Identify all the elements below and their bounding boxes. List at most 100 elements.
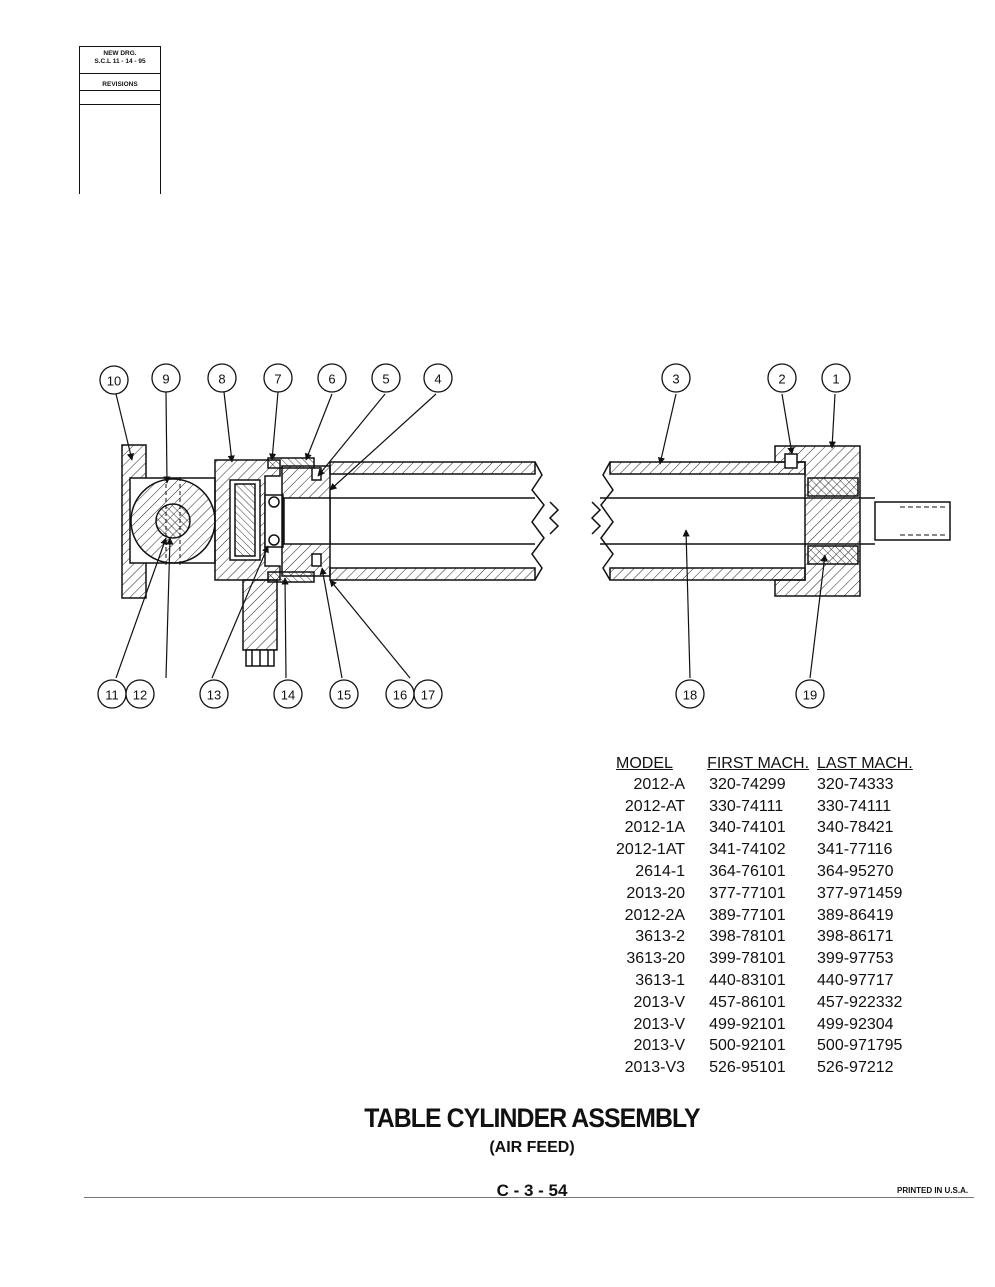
last-mach-cell: 340-78421 — [817, 819, 894, 837]
callout-balloon — [329, 679, 359, 709]
model-cell: 2013-20 — [626, 884, 686, 902]
first-mach-cell: 440-83101 — [709, 972, 786, 990]
cylinder-assembly-drawing: 10 9 8 7 6 5 4 3 2 1 11 12 13 14 15 16 1… — [97, 363, 951, 709]
revision-divider — [80, 104, 160, 105]
callout-1: 1 — [832, 372, 839, 387]
header-last-mach: LAST MACH. — [817, 755, 913, 772]
callout-balloon — [317, 363, 347, 393]
callout-10: 10 — [107, 374, 121, 389]
model-cell: 3613-1 — [635, 972, 686, 990]
callout-19: 19 — [803, 688, 817, 703]
callout-balloon — [423, 363, 453, 393]
last-mach-cell: 320-74333 — [817, 775, 894, 793]
callout-balloon — [413, 679, 443, 709]
callout-18: 18 — [683, 688, 697, 703]
callout-12: 12 — [133, 688, 147, 703]
table-row: 2013-V3 526-95101 526-97212 — [612, 1057, 917, 1079]
pin-circle — [155, 503, 191, 539]
callout-15: 15 — [337, 688, 351, 703]
revision-new-drawing: NEW DRG. — [103, 50, 137, 57]
first-mach-cell: 330-74111 — [709, 797, 784, 815]
callout-4: 4 — [434, 372, 441, 387]
model-cell: 2013-V — [633, 1037, 686, 1055]
left-cylinder-section — [121, 444, 560, 667]
leader-lines — [115, 391, 836, 679]
first-mach-cell: 499-92101 — [709, 1015, 786, 1033]
barrel-upper-wall — [329, 461, 536, 475]
page-title: TABLE CYLINDER ASSEMBLY — [364, 1103, 700, 1133]
callout-11: 11 — [105, 688, 119, 703]
first-mach-cell: 377-77101 — [709, 884, 786, 902]
callout-6: 6 — [328, 372, 335, 387]
barrel-lower-wall — [329, 567, 536, 581]
model-cell: 3613-2 — [635, 928, 686, 946]
page-number: C - 3 - 54 — [496, 1181, 568, 1200]
first-mach-cell: 398-78101 — [709, 928, 786, 946]
revisions-label: REVISIONS — [102, 81, 138, 88]
callout-17: 17 — [421, 688, 435, 703]
callout-balloon — [125, 679, 155, 709]
table-row: 2012-AT 330-74111 330-74111 — [612, 796, 917, 818]
revisions-block: NEW DRG. S.C.L 11 - 14 - 95 REVISIONS — [79, 46, 161, 194]
callout-3: 3 — [672, 372, 679, 387]
first-mach-cell: 457-86101 — [709, 993, 786, 1011]
table-row: 3613-1 440-83101 440-97717 — [612, 970, 917, 992]
callout-16: 16 — [393, 688, 407, 703]
last-mach-cell: 526-97212 — [817, 1059, 894, 1077]
model-cell: 2012-AT — [624, 797, 686, 815]
header-model: MODEL — [616, 755, 673, 772]
last-mach-cell: 330-74111 — [817, 797, 892, 815]
callout-balloon — [151, 363, 181, 393]
last-mach-cell: 500-971795 — [817, 1037, 903, 1055]
first-mach-cell: 389-77101 — [709, 906, 786, 924]
model-cell: 2012-1A — [624, 819, 686, 837]
page-subtitle: (AIR FEED) — [489, 1139, 575, 1156]
revision-divider — [80, 90, 160, 91]
first-mach-cell: 340-74101 — [709, 819, 786, 837]
printed-in-usa: PRINTED IN U.S.A. — [897, 1186, 969, 1195]
callout-balloon — [263, 363, 293, 393]
table-row: 2012-2A 389-77101 389-86419 — [612, 905, 917, 927]
first-mach-cell: 399-78101 — [709, 950, 786, 968]
model-cell: 2012-A — [633, 775, 686, 793]
table-row: 2012-1A 340-74101 340-78421 — [612, 818, 917, 840]
callout-balloon — [675, 679, 705, 709]
last-mach-cell: 440-97717 — [817, 972, 894, 990]
callout-balloons — [97, 363, 851, 709]
last-mach-cell: 377-971459 — [817, 884, 903, 902]
table-row: 3613-2 398-78101 398-86171 — [612, 927, 917, 949]
callout-7: 7 — [274, 372, 281, 387]
model-serial-table: MODEL FIRST MACH. LAST MACH. 2012-A 320-7… — [612, 754, 917, 1079]
model-cell: 2013-V3 — [624, 1059, 686, 1077]
last-mach-cell: 364-95270 — [817, 863, 894, 881]
callout-balloon — [767, 363, 797, 393]
callout-14: 14 — [281, 688, 295, 703]
model-cell: 2013-V — [633, 993, 686, 1011]
table-row: 2013-V 499-92101 499-92304 — [612, 1014, 917, 1036]
first-mach-cell: 526-95101 — [709, 1059, 786, 1077]
callout-labels: 10 9 8 7 6 5 4 3 2 1 11 12 13 14 15 16 1… — [105, 372, 839, 703]
callout-balloon — [99, 365, 129, 395]
model-cell: 2012-2A — [624, 906, 686, 924]
callout-balloon — [795, 679, 825, 709]
first-mach-cell: 320-74299 — [709, 775, 786, 793]
model-cell: 3613-20 — [626, 950, 686, 968]
callout-balloon — [199, 679, 229, 709]
last-mach-cell: 499-92304 — [817, 1015, 894, 1033]
model-cell: 2614-1 — [635, 863, 686, 881]
table-row: 2013-20 377-77101 377-971459 — [612, 883, 917, 905]
last-mach-cell: 398-86171 — [817, 928, 894, 946]
table-row: 2013-V 457-86101 457-922332 — [612, 992, 917, 1014]
last-mach-cell: 457-922332 — [817, 993, 903, 1011]
header-first-mach: FIRST MACH. — [707, 755, 810, 772]
callout-balloon — [207, 363, 237, 393]
last-mach-cell: 389-86419 — [817, 906, 894, 924]
callout-9: 9 — [162, 372, 169, 387]
callout-2: 2 — [778, 372, 785, 387]
model-cell: 2013-V — [633, 1015, 686, 1033]
callout-balloon — [661, 363, 691, 393]
